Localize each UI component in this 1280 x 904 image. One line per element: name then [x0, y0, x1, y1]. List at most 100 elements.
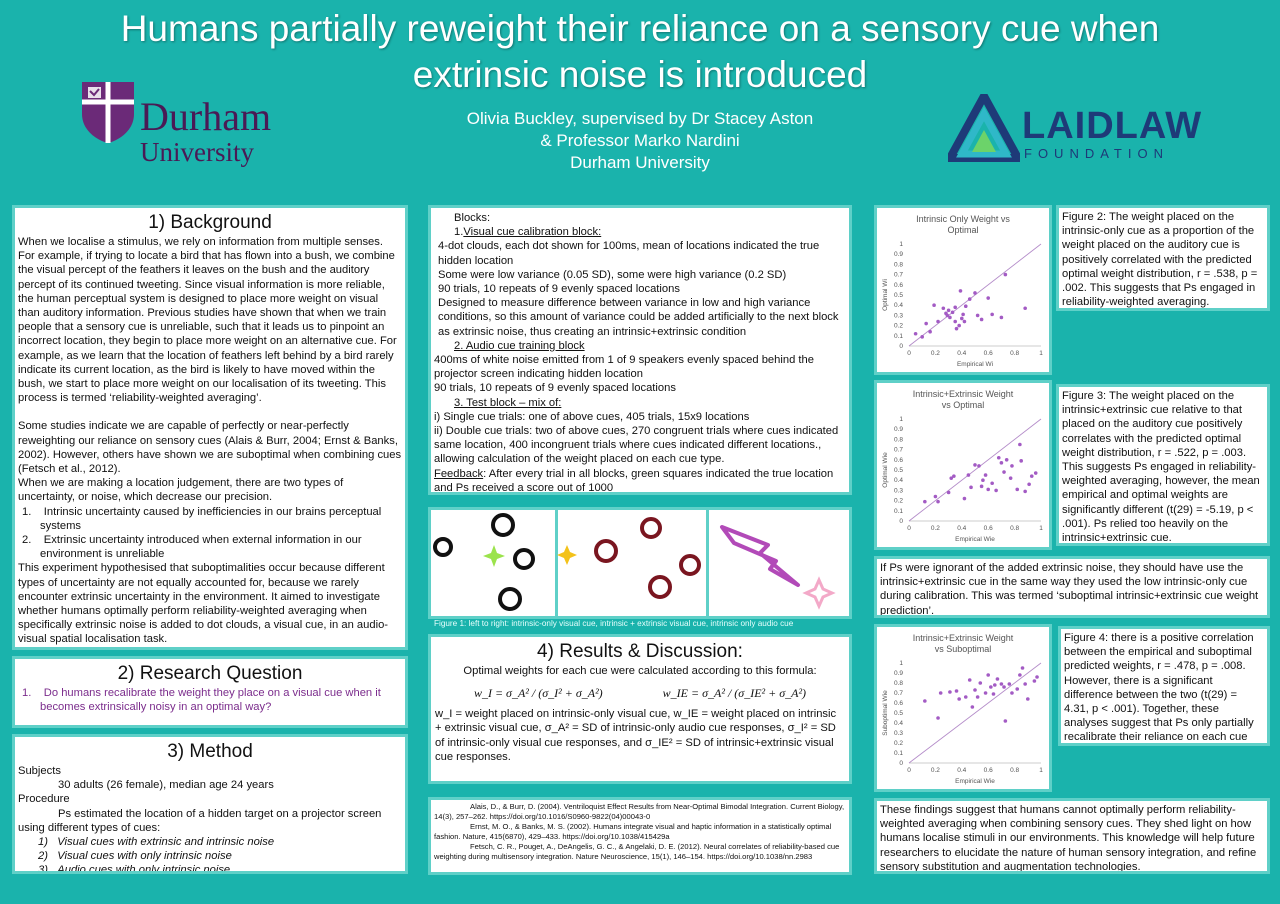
conclusion-panel: These findings suggest that humans canno…: [874, 798, 1270, 874]
x-tick-label: 0: [907, 767, 911, 774]
data-point: [995, 677, 1000, 681]
data-point: [1015, 687, 1020, 691]
y-tick-label: 0.8: [894, 436, 903, 443]
figure-2-scatter-chart: Intrinsic Only Weight vsOptimal00.10.20.…: [882, 214, 1043, 368]
y-tick-label: 0.9: [894, 251, 903, 258]
data-point: [963, 695, 968, 699]
x-tick-label: 0: [907, 525, 911, 532]
data-point: [1003, 272, 1008, 277]
data-point: [962, 319, 967, 324]
data-point: [1003, 719, 1008, 723]
y-tick-label: 0.8: [894, 680, 903, 687]
x-tick-label: 0.2: [931, 525, 940, 532]
data-point: [923, 699, 927, 703]
y-tick-label: 1: [899, 416, 903, 423]
data-point: [1032, 679, 1037, 683]
y-tick-label: 0.6: [894, 282, 903, 289]
data-point: [973, 463, 977, 467]
list-item: 3) Audio cues with only intrinsic noise: [38, 864, 231, 874]
data-point: [986, 296, 990, 300]
x-tick-label: 1: [1039, 767, 1043, 774]
data-point: [999, 315, 1004, 320]
data-point: [977, 464, 981, 468]
data-point: [1023, 306, 1027, 311]
poster-title: Humans partially reweight their reliance…: [120, 8, 1160, 95]
intrinsic-extrinsic-visual-panel: [558, 510, 706, 616]
data-point: [973, 688, 977, 692]
laidlaw-foundation-logo: LAIDLAW FOUNDATION: [943, 87, 1201, 164]
data-point: [953, 319, 957, 324]
green-target-star: [483, 545, 505, 567]
references-panel: Alais, D., & Burr, D. (2004). Ventriloqu…: [428, 797, 852, 875]
subjects-label: Subjects: [18, 765, 61, 777]
data-point: [979, 317, 984, 322]
reference-item: Alais, D., & Burr, D. (2004). Ventriloqu…: [434, 802, 845, 821]
cue-list: 1) Visual cues with extrinsic and intrin…: [18, 835, 402, 874]
feedback-line: Feedback: After every trial in all block…: [434, 467, 834, 494]
data-point: [967, 297, 972, 301]
data-point: [999, 682, 1004, 686]
reference-item: Fetsch, C. R., Pouget, A., DeAngelis, G.…: [434, 842, 840, 861]
x-tick-label: 0.6: [984, 525, 993, 532]
data-point: [945, 313, 950, 318]
block-1-line-4: Designed to measure difference between v…: [438, 297, 839, 338]
audio-cue-panel: [709, 510, 849, 616]
procedure-text: Ps estimated the location of a hidden ta…: [18, 807, 382, 834]
data-point: [932, 303, 936, 307]
research-question-panel: 2) Research Question 1. Do humans recali…: [12, 656, 408, 728]
data-point: [978, 681, 983, 685]
figure-4-caption-panel: Figure 4: there is a positive correlatio…: [1058, 626, 1270, 746]
data-point: [1002, 470, 1006, 474]
data-point: [970, 705, 975, 709]
suboptimal-text-panel: If Ps were ignorant of the added extrins…: [874, 556, 1270, 618]
data-point: [1033, 471, 1038, 475]
chart-title: Intrinsic+Extrinsic Weight: [913, 633, 1014, 643]
y-tick-label: 0: [899, 343, 903, 350]
suboptimal-text: If Ps were ignorant of the added extrins…: [880, 562, 1259, 617]
data-point: [1026, 697, 1030, 701]
data-point: [1008, 476, 1013, 480]
background-panel: 1) Background When we localise a stimulu…: [12, 205, 408, 650]
list-item: 1. Intrinsic uncertainty caused by ineff…: [22, 505, 382, 532]
data-point: [969, 485, 973, 490]
data-point: [950, 310, 955, 315]
figure-2-caption: Figure 2: The weight placed on the intri…: [1062, 211, 1258, 309]
background-paragraph-3: When we are making a location judgement,…: [18, 477, 344, 504]
data-point: [1002, 685, 1006, 689]
data-point: [923, 499, 927, 504]
block-3-title: 3. Test block – mix of:: [454, 396, 562, 409]
x-tick-label: 0.4: [957, 350, 966, 357]
data-point: [936, 716, 940, 720]
y-tick-label: 0.7: [894, 272, 903, 279]
laidlaw-logo-word: LAIDLAW: [1022, 105, 1203, 147]
results-intro: Optimal weights for each cue were calcul…: [463, 665, 817, 677]
y-tick-label: 0.3: [894, 730, 903, 737]
x-tick-label: 1: [1039, 525, 1043, 532]
y-tick-label: 0.4: [894, 302, 903, 309]
data-point: [928, 329, 932, 334]
black-dot-cloud: [433, 513, 535, 611]
figure-3-caption-panel: Figure 3: The weight placed on the intri…: [1056, 384, 1270, 546]
data-point: [936, 499, 940, 504]
y-tick-label: 1: [899, 241, 903, 248]
results-heading: 4) Results & Discussion:: [537, 641, 743, 662]
durham-crest-icon: [82, 82, 134, 143]
data-point: [981, 478, 985, 482]
affiliation: Durham University: [570, 153, 710, 172]
data-point: [986, 673, 990, 677]
y-tick-label: 0.1: [894, 333, 903, 340]
data-point: [990, 312, 994, 317]
data-point: [975, 313, 980, 318]
data-point: [913, 331, 918, 336]
x-tick-label: 0.4: [957, 525, 966, 532]
data-point: [991, 692, 996, 696]
method-panel: 3) Method Subjects 30 adults (26 female)…: [12, 734, 408, 874]
data-point: [949, 476, 954, 480]
x-tick-label: 0.6: [984, 767, 993, 774]
x-tick-label: 0.4: [957, 767, 966, 774]
uncertainty-list: 1. Intrinsic uncertainty caused by ineff…: [18, 505, 402, 562]
figure-1: [428, 507, 852, 619]
